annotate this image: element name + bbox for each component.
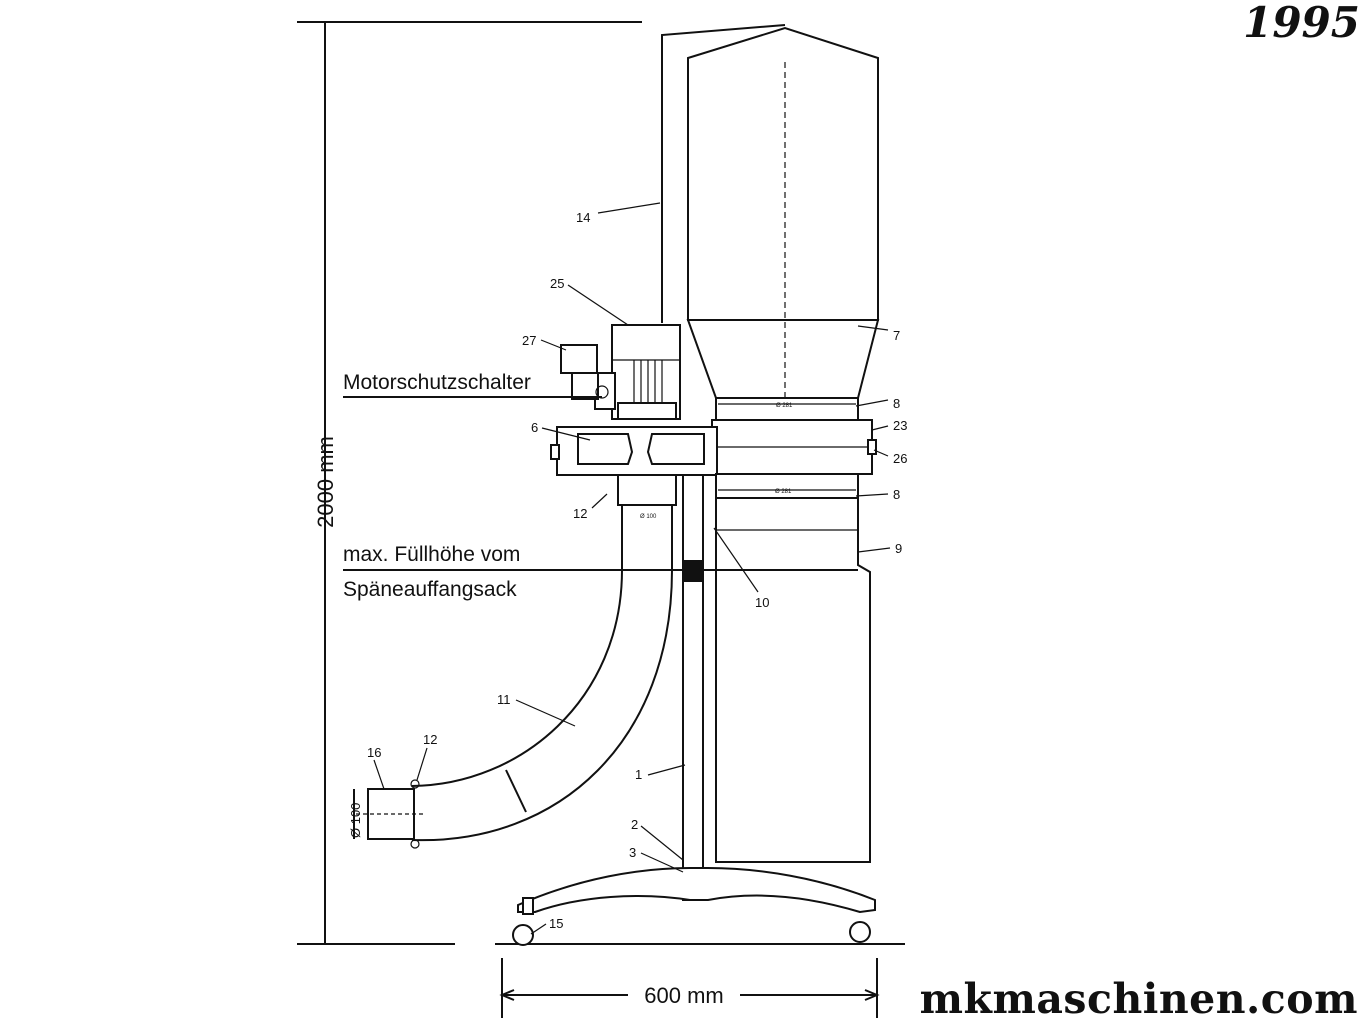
- part-number-8-lower: 8: [893, 487, 900, 502]
- part-number-6: 6: [531, 420, 538, 435]
- part-number-labels: 14 25 27 6 7 8 23 26 8 9 10 12 11 1 2 3 …: [367, 210, 907, 931]
- part-number-2: 2: [631, 817, 638, 832]
- fan-housing: [550, 419, 877, 476]
- part-number-9: 9: [895, 541, 902, 556]
- fill-level-label-line2: Späneauffangsack: [343, 578, 517, 601]
- width-dimension: 600 mm: [499, 958, 880, 1018]
- power-cable: [661, 24, 786, 323]
- part-number-23: 23: [893, 418, 907, 433]
- part-number-3: 3: [629, 845, 636, 860]
- part-number-12-lower: 12: [423, 732, 437, 747]
- leader-lines: [373, 202, 891, 935]
- part-number-27: 27: [522, 333, 536, 348]
- inlet-diameter: Ø 100: [640, 514, 657, 520]
- adapter-diameter: Ø 100: [348, 803, 363, 838]
- motor: [594, 324, 681, 420]
- part-number-26: 26: [893, 451, 907, 466]
- collection-bag: [715, 497, 871, 863]
- lower-clamp-ring: Ø 281: [715, 473, 859, 499]
- part-number-11: 11: [497, 692, 511, 707]
- part-number-10: 10: [755, 595, 769, 610]
- part-number-25: 25: [550, 276, 564, 291]
- part-number-8-upper: 8: [893, 396, 900, 411]
- width-dimension-label: 600 mm: [644, 983, 723, 1008]
- motor-switch-label: Motorschutzschalter: [343, 371, 531, 394]
- height-dimension: 2000 mm: [297, 21, 642, 945]
- base-stand: [512, 867, 876, 946]
- motor-switch-box: [560, 344, 609, 400]
- lower-ring-diameter: Ø 281: [775, 489, 792, 495]
- part-number-16: 16: [367, 745, 381, 760]
- height-dimension-label: 2000 mm: [313, 436, 338, 528]
- part-number-1: 1: [635, 767, 642, 782]
- site-watermark: mkmaschinen.com: [919, 975, 1358, 1023]
- year-label: 1995: [1243, 0, 1360, 47]
- inlet-stub: Ø 100: [617, 474, 677, 520]
- center-column: [682, 474, 704, 901]
- part-number-14: 14: [576, 210, 590, 225]
- part-number-7: 7: [893, 328, 900, 343]
- upper-ring-diameter: Ø 281: [776, 403, 793, 409]
- hose-adapter: Ø 100: [348, 779, 426, 849]
- part-number-12-upper: 12: [573, 506, 587, 521]
- fill-level-label-line1: max. Füllhöhe vom: [343, 543, 520, 566]
- upper-clamp-ring: Ø 281: [715, 397, 859, 421]
- part-number-15: 15: [549, 916, 563, 931]
